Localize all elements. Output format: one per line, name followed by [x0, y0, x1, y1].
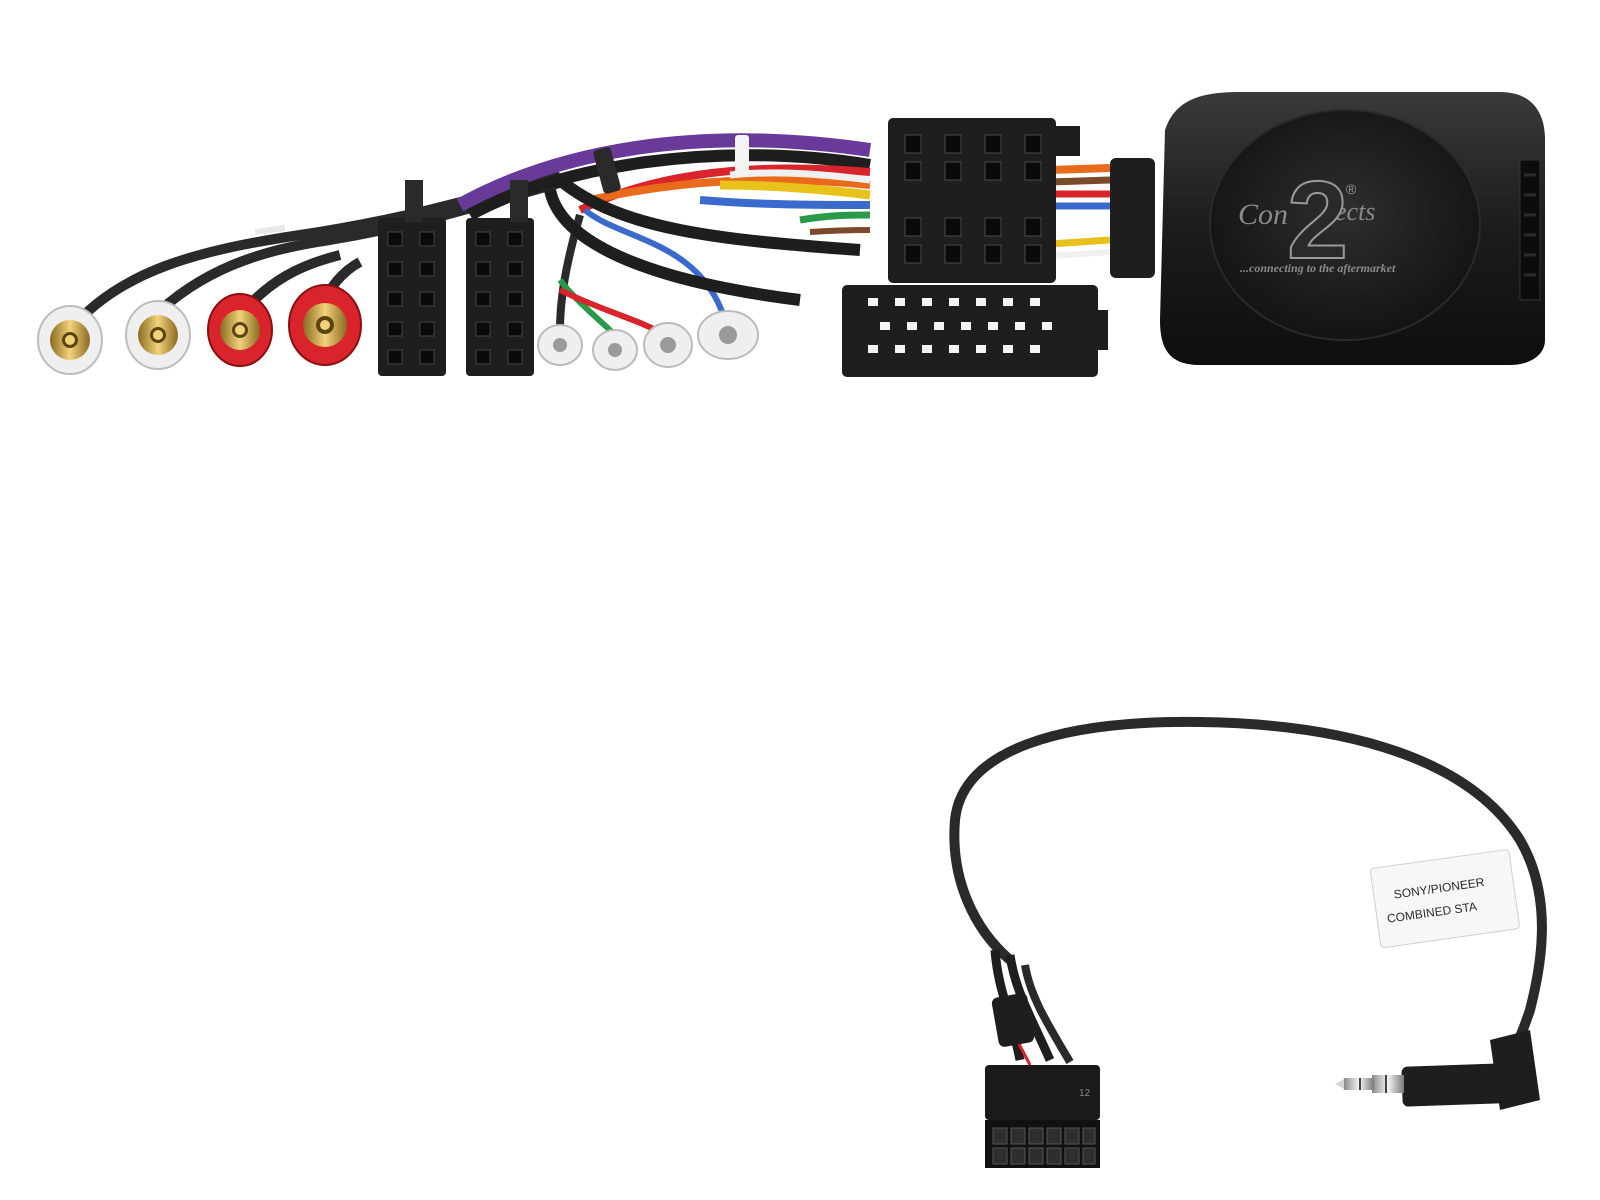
logo-prefix: Con: [1238, 198, 1288, 231]
rca-plug-red-2: [288, 284, 362, 366]
patch-cable: [949, 716, 1547, 1074]
logo-numeral: 2: [1287, 159, 1348, 282]
vehicle-connector-upper: [888, 118, 1080, 283]
sony-pioneer-patch-lead: SONY/PIONEER COMBINED STA 12: [949, 716, 1547, 1168]
rca-plug-white-2: [125, 300, 191, 370]
12-pin-connector: 12: [985, 1065, 1100, 1168]
registered-mark: ®: [1346, 181, 1357, 197]
iso-connector-1: [378, 180, 446, 376]
rca-plug-red-1: [207, 293, 273, 367]
bullet-connectors: [537, 310, 759, 371]
logo-tagline: ...connecting to the aftermarket: [1240, 261, 1396, 275]
interface-module: Con ects 2 ® ...connecting to the afterm…: [1160, 92, 1545, 365]
steering-interface-harness: Con ects 2 ® ...connecting to the afterm…: [37, 92, 1545, 377]
logo-suffix: ects: [1335, 197, 1375, 226]
rca-plug-white-1: [37, 305, 103, 375]
jack-plug: [1335, 1030, 1540, 1110]
iso-connector-2: [466, 180, 534, 376]
logo-disc: [1209, 109, 1481, 341]
cable-label-tag: SONY/PIONEER COMBINED STA: [1370, 849, 1520, 948]
module-cable-entry: [1110, 158, 1155, 278]
vehicle-connector-lower: [842, 285, 1108, 377]
connects2-logo: Con ects 2 ® ...connecting to the afterm…: [1238, 158, 1396, 283]
pin-number: 12: [1079, 1088, 1091, 1099]
